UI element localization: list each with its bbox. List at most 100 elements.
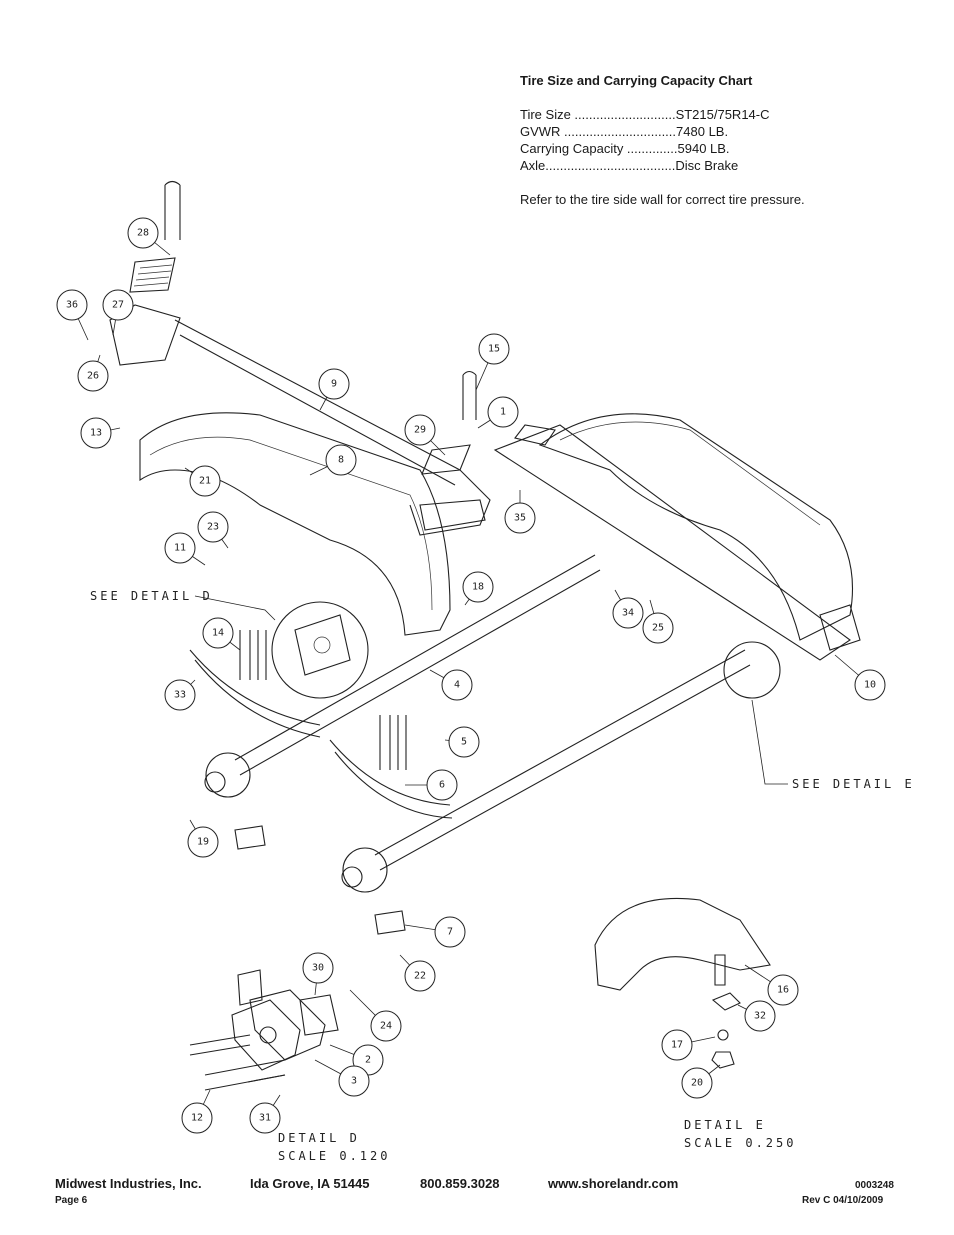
footer-revision: Rev C 04/10/2009	[802, 1195, 884, 1206]
callout-number: 25	[652, 623, 664, 634]
see-detail-e-label: SEE DETAIL E	[792, 777, 915, 791]
callout-balloon	[164, 679, 196, 711]
callout-balloon	[197, 511, 229, 543]
callout-21: 21	[184, 465, 221, 497]
detail-d-scale: SCALE 0.120	[278, 1149, 390, 1163]
spec-row-axle: Axle....................................…	[520, 158, 739, 173]
footer-company: Midwest Industries, Inc.	[55, 1176, 202, 1191]
callout-number: 20	[691, 1078, 703, 1089]
footer-doc-number: 0003248	[855, 1180, 894, 1191]
callout-18: 18	[462, 571, 494, 606]
callout-number: 13	[90, 428, 102, 439]
callout-number: 24	[380, 1021, 392, 1032]
callout-27: 27	[102, 289, 134, 336]
callout-number: 33	[174, 690, 186, 701]
callout-26: 26	[77, 354, 109, 392]
spec-row-tire-size: Tire Size ............................ST…	[520, 107, 770, 122]
callout-20: 20	[681, 1064, 721, 1099]
callout-number: 6	[439, 780, 445, 791]
detail-e-scale: SCALE 0.250	[684, 1136, 796, 1150]
callout-3: 3	[314, 1059, 370, 1097]
callout-balloon	[187, 826, 219, 858]
callout-29: 29	[404, 414, 446, 456]
callout-13: 13	[80, 417, 121, 449]
callout-number: 32	[754, 1011, 766, 1022]
callout-balloon	[404, 960, 436, 992]
detail-e-title: DETAIL E	[684, 1118, 766, 1132]
callout-number: 8	[338, 455, 344, 466]
callout-14: 14	[202, 617, 241, 651]
callout-12: 12	[181, 1089, 213, 1134]
callout-number: 34	[622, 608, 634, 619]
callout-19: 19	[187, 819, 219, 858]
detail-labels: SEE DETAIL D SEE DETAIL E DETAIL D SCALE…	[90, 589, 915, 1163]
callout-number: 36	[66, 300, 78, 311]
callout-36: 36	[56, 289, 89, 341]
callout-number: 27	[112, 300, 124, 311]
callout-number: 3	[351, 1076, 357, 1087]
callout-number: 10	[864, 680, 876, 691]
callout-balloon	[370, 1010, 402, 1042]
callout-8: 8	[309, 444, 357, 476]
callout-balloon	[434, 916, 466, 948]
callout-balloon	[249, 1102, 281, 1134]
callout-6: 6	[405, 769, 458, 801]
callout-number: 1	[500, 407, 506, 418]
spec-row-capacity: Carrying Capacity ..............5940 LB.	[520, 141, 730, 156]
callout-number: 22	[414, 971, 426, 982]
callout-balloon	[854, 669, 886, 701]
callout-number: 7	[447, 927, 453, 938]
callout-9: 9	[318, 368, 350, 411]
callout-balloon	[487, 396, 519, 428]
callout-balloon	[56, 289, 88, 321]
callout-5: 5	[444, 726, 480, 758]
footer-website: www.shorelandr.com	[548, 1176, 679, 1191]
callout-number: 35	[514, 513, 526, 524]
callout-balloon	[441, 669, 473, 701]
drawing-linework	[109, 180, 861, 1091]
callout-30: 30	[302, 952, 334, 996]
see-detail-d-label: SEE DETAIL D	[90, 589, 213, 603]
callout-number: 21	[199, 476, 211, 487]
callout-balloon	[127, 217, 159, 249]
callout-31: 31	[249, 1094, 281, 1134]
callout-number: 17	[671, 1040, 683, 1051]
spec-row-gvwr: GVWR ...............................7480…	[520, 124, 729, 139]
callout-balloon	[504, 502, 536, 534]
callout-7: 7	[404, 916, 466, 948]
see-detail-d-leader	[194, 595, 276, 621]
callout-number: 2	[365, 1055, 371, 1066]
callout-number: 30	[312, 963, 324, 974]
callout-28: 28	[127, 217, 171, 256]
callout-22: 22	[399, 954, 436, 992]
footer-page: Page 6	[55, 1195, 88, 1206]
callout-10: 10	[834, 654, 886, 701]
callout-number: 4	[454, 680, 460, 691]
callout-balloon	[404, 414, 436, 446]
callout-balloon	[642, 612, 674, 644]
callout-balloon	[338, 1065, 370, 1097]
callout-17: 17	[661, 1029, 716, 1061]
callout-4: 4	[429, 669, 473, 701]
callout-balloon	[767, 974, 799, 1006]
callout-balloon	[181, 1102, 213, 1134]
footer-location: Ida Grove, IA 51445	[250, 1176, 370, 1191]
callout-34: 34	[612, 589, 644, 629]
callout-balloon	[302, 952, 334, 984]
callout-number: 18	[472, 582, 484, 593]
callout-balloon	[189, 465, 221, 497]
callout-number: 11	[174, 543, 186, 554]
callout-balloon	[744, 1000, 776, 1032]
callout-24: 24	[349, 989, 402, 1042]
callout-16: 16	[744, 964, 799, 1006]
callout-number: 29	[414, 425, 426, 436]
callout-number: 26	[87, 371, 99, 382]
callout-11: 11	[164, 532, 206, 566]
tire-capacity-chart: Tire Size and Carrying Capacity Chart Ti…	[520, 72, 860, 208]
callout-25: 25	[642, 599, 674, 644]
callout-balloon	[462, 571, 494, 603]
callout-1: 1	[477, 396, 519, 429]
callout-balloon	[80, 417, 112, 449]
